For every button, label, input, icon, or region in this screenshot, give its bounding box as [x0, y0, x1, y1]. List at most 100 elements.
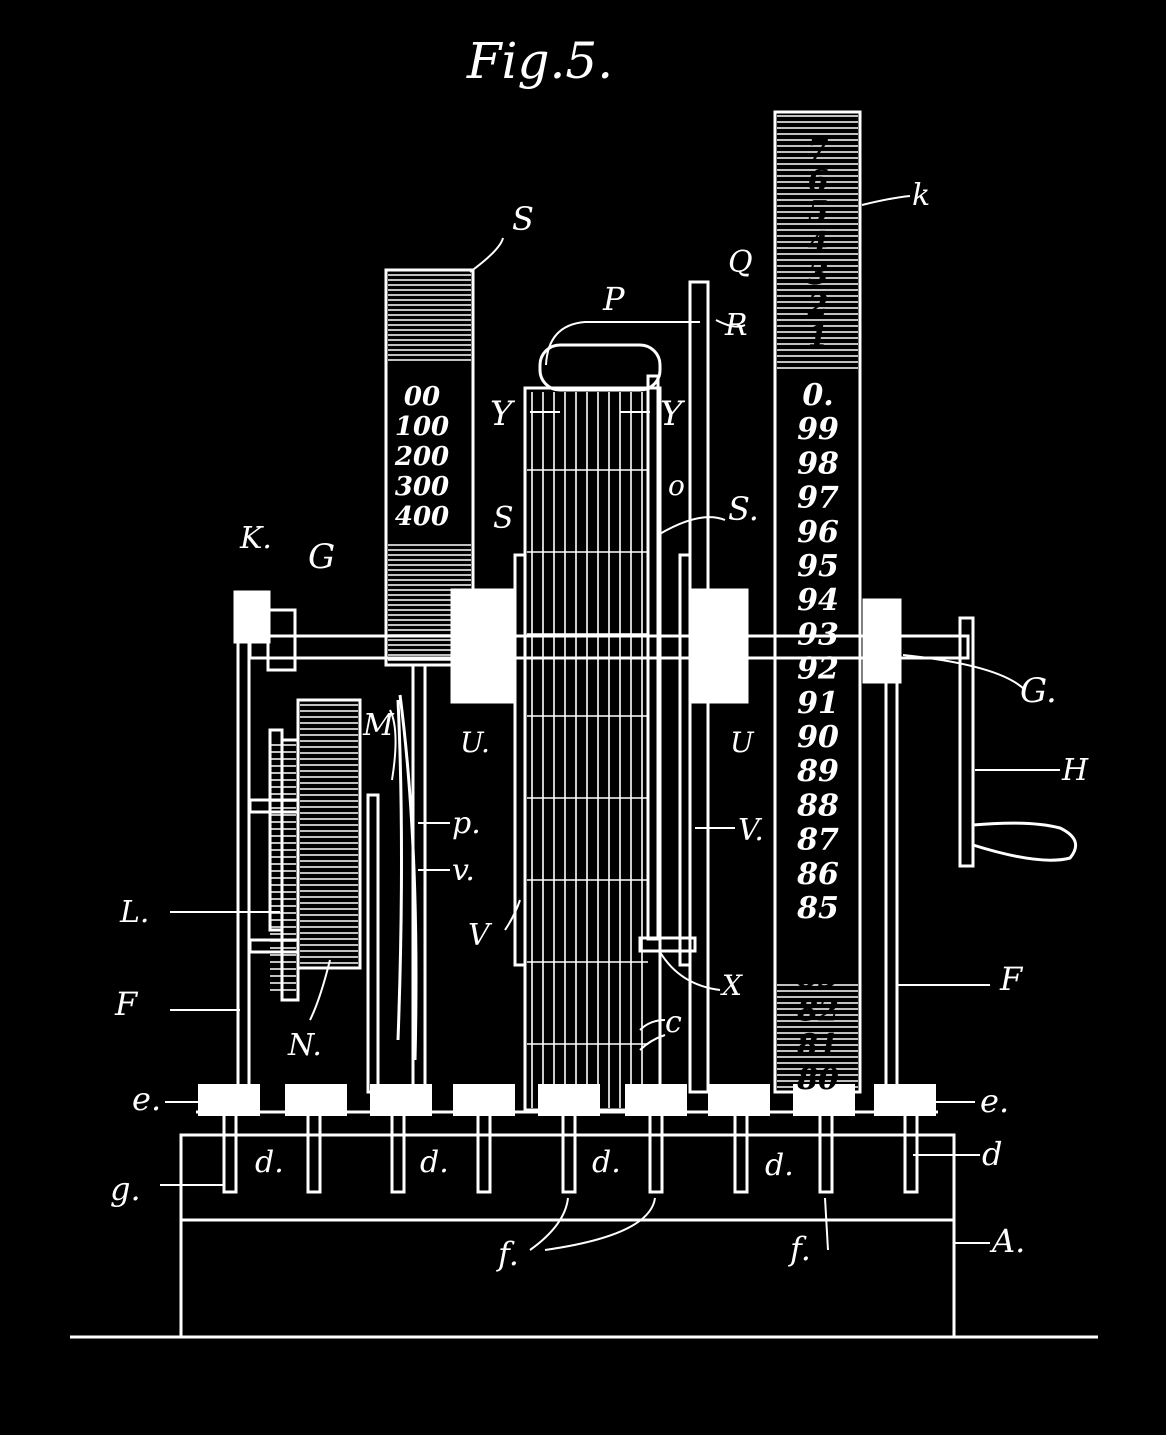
base-box	[179, 1133, 956, 1339]
gear-boss-lower	[248, 938, 300, 954]
label-P: P	[602, 280, 625, 318]
right-scale-upper-number: 4	[808, 226, 829, 261]
label-F-left: F	[114, 985, 139, 1023]
right-scale-lower-number: 90	[797, 720, 839, 755]
slide-cap	[538, 343, 662, 392]
right-scale-lower-number: 96	[797, 515, 839, 550]
right-scale-upper-number: 5	[808, 195, 829, 230]
spring-v-inner	[396, 699, 403, 1041]
label-G-right: G.	[1020, 671, 1057, 711]
leader-f-left	[529, 1197, 656, 1251]
foot-cap	[285, 1084, 347, 1116]
right-scale-lower-number: 85	[796, 891, 839, 926]
label-Y-left: Y	[490, 394, 516, 434]
right-scale-lower-number: 91	[797, 686, 839, 721]
leader-N	[309, 959, 331, 1021]
label-Y-right: Y	[660, 394, 686, 434]
label-R: R	[724, 308, 748, 343]
label-d5: d	[982, 1135, 1002, 1173]
right-scale-lower-number: 80	[796, 1062, 839, 1097]
label-v: v.	[452, 853, 475, 888]
right-frame-head	[862, 598, 902, 684]
right-scale-lower-number: 97	[797, 481, 839, 516]
label-k: k	[912, 178, 930, 213]
hatching	[270, 115, 858, 1108]
right-scale-lower-number: 84	[796, 925, 839, 960]
label-A: A.	[989, 1222, 1025, 1260]
label-X: X	[720, 969, 743, 1002]
label-f-right: f.	[788, 1230, 811, 1268]
right-scale-lower-number: 81	[796, 1028, 839, 1063]
spring-v	[398, 694, 418, 1061]
label-d1: d.	[255, 1145, 284, 1180]
rack-L-inner	[268, 728, 284, 932]
foot-cap	[370, 1084, 432, 1116]
right-scale-lower-number: 92	[797, 652, 839, 687]
figure-title: Fig.5.	[466, 32, 613, 90]
label-f-left: f.	[496, 1235, 519, 1273]
crank-H	[958, 616, 975, 868]
foot-cap	[538, 1084, 600, 1116]
slide-plate-V-right	[678, 553, 692, 967]
foot-cap	[625, 1084, 687, 1116]
right-scale-lower-number: 82	[796, 994, 839, 1029]
label-N: N.	[287, 1028, 322, 1063]
label-L: L.	[119, 895, 149, 930]
label-e-left: e.	[132, 1080, 161, 1118]
right-scale-upper-number: 6	[808, 164, 829, 199]
left-scale-number: 00	[404, 382, 440, 412]
machine-drawing	[70, 110, 1098, 1339]
label-S-mid-right: S.	[728, 490, 759, 528]
left-scale-number: 100	[395, 412, 449, 442]
right-scale-numbers: 76543210.9998979695949392919089888786858…	[796, 133, 839, 1097]
right-scale-upper-number: 2	[807, 288, 829, 323]
right-scale-lower-number: 87	[796, 823, 839, 858]
slide-bracket	[638, 936, 697, 953]
right-scale-lower-number: 86	[796, 857, 839, 892]
leader-f-right	[824, 1197, 829, 1251]
label-V-left: V	[468, 918, 493, 953]
foot-cap	[874, 1084, 936, 1116]
foot-cap	[793, 1084, 855, 1116]
label-S-top: S	[512, 200, 534, 238]
label-g: g.	[110, 1170, 141, 1208]
label-d3: d.	[592, 1145, 621, 1180]
label-S-mid-left: S	[493, 501, 514, 536]
left-scale-number: 300	[395, 472, 449, 502]
left-scale-number: 200	[394, 442, 449, 472]
right-scale-upper-number: 3	[808, 257, 829, 292]
foot-cap	[198, 1084, 260, 1116]
label-U-right: U	[730, 726, 755, 759]
left-collar-K	[266, 608, 297, 672]
right-scale-lower-number: 94	[797, 583, 839, 618]
right-scale-lower-number: 83	[796, 959, 839, 994]
label-d4: d.	[765, 1148, 794, 1183]
leader-X	[659, 951, 721, 991]
reference-labels: S Q k P R Y Y o S S. K. G G. U. U M p. v…	[110, 178, 1089, 1273]
label-F-right: F	[999, 960, 1024, 998]
right-scale-upper-number: 1	[808, 319, 829, 354]
crank-handle	[972, 821, 1078, 862]
label-p: p.	[452, 806, 481, 841]
label-K: K.	[239, 521, 272, 556]
label-M: M	[362, 708, 395, 743]
right-scale-lower-number: 93	[797, 617, 839, 652]
foot-cap	[453, 1084, 515, 1116]
gear-boss	[248, 798, 300, 814]
leader-M	[389, 709, 397, 781]
right-scale-lower-number: 89	[796, 754, 839, 789]
leader-k	[861, 195, 911, 206]
left-scale-drum	[384, 268, 475, 667]
right-scale-upper-number: 7	[808, 133, 829, 168]
label-e-right: e.	[980, 1082, 1009, 1120]
label-U-left: U.	[460, 726, 490, 759]
leader-S-top	[469, 237, 504, 273]
label-G-left: G	[308, 537, 335, 577]
label-Q: Q	[728, 245, 753, 280]
right-scale-lower-number: 0.	[802, 378, 833, 413]
leader-P	[545, 321, 700, 366]
right-scale-lower-number: 99	[797, 412, 839, 447]
